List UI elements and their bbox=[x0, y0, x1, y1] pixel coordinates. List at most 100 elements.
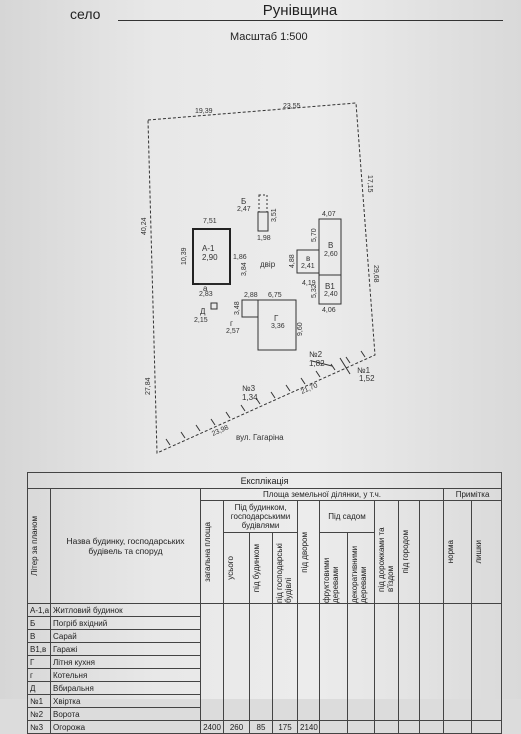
dim-g-area: 3,36 bbox=[271, 323, 285, 330]
label-n3-val: 1,34 bbox=[242, 393, 258, 402]
label-a: А-1 bbox=[202, 244, 215, 253]
row-letter: №3 bbox=[27, 720, 51, 734]
row-cell bbox=[374, 720, 399, 734]
dim-v-side: 5,70 bbox=[311, 228, 318, 242]
row-cell bbox=[200, 603, 224, 721]
value-all: 260 bbox=[223, 720, 250, 734]
label-n2-val: 1,82 bbox=[309, 359, 325, 368]
row-letter: Г bbox=[27, 655, 51, 669]
plot-boundary bbox=[147, 102, 376, 454]
col-buildings-header: Під будинком, господарськими будівлями bbox=[223, 500, 298, 533]
building-b-entry bbox=[258, 194, 268, 213]
dim-small-v-side: 4,88 bbox=[289, 254, 296, 268]
dim-a-right: 1,86 bbox=[233, 254, 247, 261]
col-fruit-header: фруктовими деревами bbox=[319, 532, 348, 604]
col-letter-header: Літер за планом bbox=[27, 488, 51, 604]
dim-bottom-left: 23,98 bbox=[211, 424, 230, 438]
row-cell bbox=[223, 603, 250, 721]
dim-g-left: 3,48 bbox=[234, 301, 241, 315]
row-letter: А-1,а bbox=[27, 603, 51, 617]
dim-b1-area: 2,40 bbox=[324, 291, 338, 298]
label-v1: В1 bbox=[325, 282, 335, 291]
col-area-header: Площа земельної ділянки, у т.ч. bbox=[200, 488, 444, 501]
gate-n1-line bbox=[339, 357, 351, 375]
building-g bbox=[257, 299, 297, 351]
dim-top-left: 19,39 bbox=[195, 108, 213, 115]
row-letter: №2 bbox=[27, 707, 51, 721]
village-label: село bbox=[70, 6, 101, 22]
col-unused bbox=[419, 500, 444, 604]
col-yard-header: під двором bbox=[297, 500, 320, 604]
dim-b-bottom: 1,98 bbox=[257, 235, 271, 242]
row-cell bbox=[347, 720, 375, 734]
dim-v-area: 2,60 bbox=[324, 251, 338, 258]
col-house-header: під будинком bbox=[249, 532, 273, 604]
col-garden-plot-header: під городом bbox=[398, 500, 420, 604]
label-n1: №1 bbox=[357, 366, 371, 375]
label-n2: №2 bbox=[309, 350, 323, 359]
value-house: 85 bbox=[249, 720, 273, 734]
value-total: 2400 bbox=[200, 720, 224, 734]
label-street: вул. Гагаріна bbox=[236, 433, 284, 442]
dim-gsmall-area: 2,57 bbox=[226, 328, 240, 335]
dim-g-top1: 2,88 bbox=[244, 292, 258, 299]
dim-a-small-area: 2,83 bbox=[199, 291, 213, 298]
label-v: В bbox=[328, 241, 333, 250]
row-name: Ворота bbox=[50, 707, 201, 721]
row-name: Огорожа bbox=[50, 720, 201, 734]
row-name: Сарай bbox=[50, 629, 201, 643]
village-underline bbox=[118, 20, 503, 21]
row-cell bbox=[419, 603, 444, 721]
building-g-small bbox=[241, 299, 259, 318]
building-b bbox=[257, 211, 269, 232]
label-small-v: в bbox=[306, 254, 310, 263]
dim-b-height: 3,51 bbox=[271, 208, 278, 222]
explication-table: Експлікація Літер за планом Назва будинк… bbox=[26, 472, 503, 734]
col-decor-header: декоративними деревами bbox=[347, 532, 375, 604]
row-cell bbox=[398, 720, 420, 734]
row-cell bbox=[398, 603, 420, 721]
col-norm-header: норма bbox=[443, 500, 472, 604]
dim-g-side: 9,60 bbox=[297, 322, 304, 336]
explication-table-wrapper: Експлікація Літер за планом Назва будинк… bbox=[26, 472, 503, 734]
col-garden-header: Під садом bbox=[319, 500, 375, 533]
value-yard: 2140 bbox=[297, 720, 320, 734]
label-a-area: 2,90 bbox=[202, 253, 218, 262]
dim-right-upper: 17,15 bbox=[366, 175, 373, 193]
dim-small-v-area: 2,41 bbox=[301, 263, 315, 270]
site-plan: 19,39 23,55 17,15 29,68 40,24 27,84 23,9… bbox=[141, 102, 379, 454]
dim-b-width: 2,47 bbox=[237, 206, 251, 213]
col-note-header: Примітка bbox=[442, 488, 503, 501]
label-n1-val: 1,52 bbox=[359, 374, 375, 383]
row-letter: Д bbox=[27, 681, 51, 695]
label-a-small: а bbox=[203, 284, 208, 293]
dim-g-top2: 6,75 bbox=[268, 292, 282, 299]
row-cell bbox=[470, 720, 503, 734]
row-name: Житловий будинок bbox=[50, 603, 201, 617]
row-cell bbox=[347, 603, 375, 721]
label-gsmall: г bbox=[230, 319, 233, 328]
dim-b1-side: 4,19 bbox=[302, 280, 316, 287]
building-d bbox=[210, 302, 218, 310]
dim-a-ext: 3,84 bbox=[241, 262, 248, 276]
row-cell bbox=[297, 603, 320, 721]
fence-marks bbox=[165, 350, 366, 446]
row-letter: В bbox=[27, 629, 51, 643]
dim-d-area: 2,15 bbox=[194, 317, 208, 324]
row-name: Погріб вхідний bbox=[50, 616, 201, 630]
row-cell bbox=[443, 603, 472, 721]
dim-v-top: 4,07 bbox=[322, 211, 336, 218]
row-cell bbox=[470, 603, 503, 721]
label-d: Д bbox=[200, 307, 206, 316]
col-farm-header: під господарські будівлі bbox=[272, 532, 298, 604]
row-cell bbox=[443, 720, 472, 734]
label-n3: №3 bbox=[242, 384, 256, 393]
row-name: Літня кухня bbox=[50, 655, 201, 669]
row-name: Вбиральня bbox=[50, 681, 201, 695]
row-name: Хвіртка bbox=[50, 694, 201, 708]
col-extra-header: лишки bbox=[470, 500, 503, 604]
row-letter: Б bbox=[27, 616, 51, 630]
